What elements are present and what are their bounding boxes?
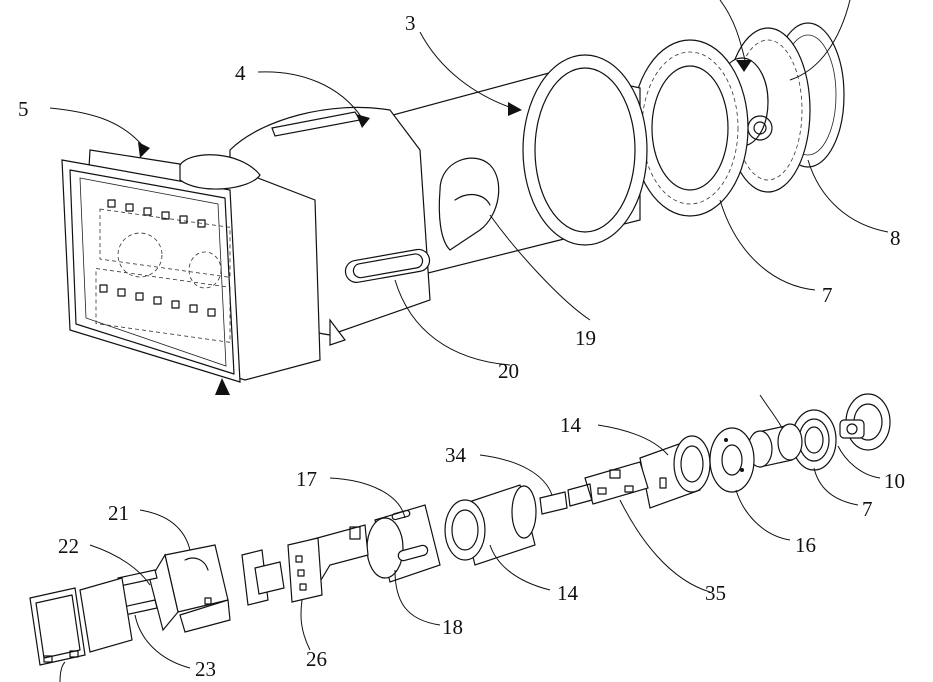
connector-pins-top	[107, 199, 206, 228]
handle-sleeve-17	[366, 504, 441, 583]
bearing-ring-7	[791, 409, 837, 471]
motor-14-left	[444, 484, 537, 566]
label-19: 19	[575, 326, 596, 350]
label-14-lower: 14	[557, 581, 579, 605]
label-5: 5	[18, 97, 29, 121]
label-20: 20	[498, 359, 519, 383]
housing-21	[149, 544, 231, 633]
label-4: 4	[235, 61, 246, 85]
label-34: 34	[445, 443, 467, 467]
label-35: 35	[705, 581, 726, 605]
label-7-lower: 7	[862, 497, 873, 521]
label-18: 18	[442, 615, 463, 639]
label-8: 8	[890, 226, 901, 250]
end-fitting-10	[839, 393, 891, 451]
label-14-upper: 14	[560, 413, 582, 437]
disc-16	[709, 427, 755, 493]
flange-ring-7	[631, 39, 749, 217]
leader-lines-upper	[49, 0, 889, 366]
label-21: 21	[108, 501, 129, 525]
label-3: 3	[405, 11, 416, 35]
exploded-view	[29, 393, 891, 682]
label-7-upper: 7	[822, 283, 833, 307]
circuit-board-35	[567, 461, 649, 507]
label-23: 23	[195, 657, 216, 681]
reference-numerals: 5 4 3 8 7 19 20 14 34 17 21 22 10 7 16 1…	[18, 11, 905, 681]
front-housing-5	[61, 142, 321, 395]
label-16: 16	[795, 533, 816, 557]
connector-pins-bottom	[99, 284, 216, 317]
connector-34	[539, 491, 568, 515]
leader-lines-lower	[59, 394, 881, 682]
label-22: 22	[58, 534, 79, 558]
gasket-22	[79, 577, 133, 653]
front-cover	[29, 587, 86, 666]
label-26: 26	[306, 647, 327, 671]
mount-brackets	[241, 549, 285, 606]
motor-14-right	[639, 435, 711, 509]
label-17: 17	[296, 467, 317, 491]
sleeve-cylinder	[747, 423, 803, 468]
connector-bracket-26	[287, 537, 323, 603]
assembled-view	[49, 0, 889, 395]
label-10: 10	[884, 469, 905, 493]
